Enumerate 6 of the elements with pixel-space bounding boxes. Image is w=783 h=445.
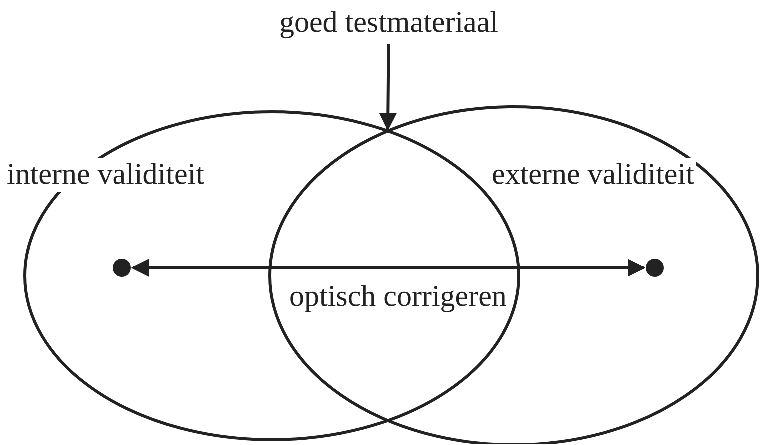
double-arrow <box>131 259 646 277</box>
dot <box>646 259 664 277</box>
dot <box>113 259 131 277</box>
arrow <box>379 44 398 131</box>
set-label: interne validiteit <box>5 158 206 192</box>
annotation-text: goed testmateriaal <box>246 6 532 42</box>
